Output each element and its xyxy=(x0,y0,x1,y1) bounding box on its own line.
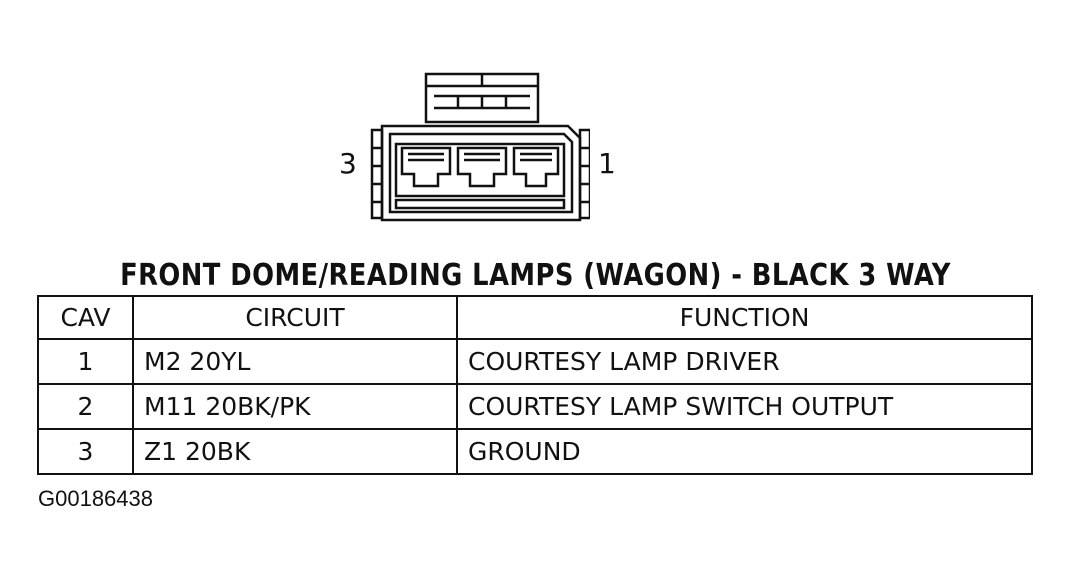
connector-face-drawing xyxy=(370,72,590,222)
cavity-2 xyxy=(456,146,508,188)
table-header-row: CAV CIRCUIT FUNCTION xyxy=(37,295,1033,340)
pin-1-label: 1 xyxy=(598,147,616,180)
cell-circuit: M11 20BK/PK xyxy=(132,383,458,430)
cavity-1 xyxy=(512,146,560,188)
table-row: 2 M11 20BK/PK COURTESY LAMP SWITCH OUTPU… xyxy=(37,383,1033,430)
pinout-table: CAV CIRCUIT FUNCTION 1 M2 20YL COURTESY … xyxy=(37,295,1033,475)
header-circuit: CIRCUIT xyxy=(132,295,458,340)
cell-circuit: M2 20YL xyxy=(132,338,458,385)
table-row: 1 M2 20YL COURTESY LAMP DRIVER xyxy=(37,338,1033,385)
cell-cav: 3 xyxy=(37,428,134,475)
connector-title: FRONT DOME/READING LAMPS (WAGON) - BLACK… xyxy=(120,258,951,293)
header-cav: CAV xyxy=(37,295,134,340)
cell-function: COURTESY LAMP DRIVER xyxy=(456,338,1033,385)
cell-cav: 1 xyxy=(37,338,134,385)
cell-function: GROUND xyxy=(456,428,1033,475)
table-row: 3 Z1 20BK GROUND xyxy=(37,428,1033,475)
pin-3-label: 3 xyxy=(339,147,357,180)
cell-cav: 2 xyxy=(37,383,134,430)
cell-circuit: Z1 20BK xyxy=(132,428,458,475)
figure-id: G00186438 xyxy=(38,486,153,511)
header-function: FUNCTION xyxy=(456,295,1033,340)
cavity-3 xyxy=(400,146,452,188)
cavity-window xyxy=(394,142,566,198)
cell-function: COURTESY LAMP SWITCH OUTPUT xyxy=(456,383,1033,430)
